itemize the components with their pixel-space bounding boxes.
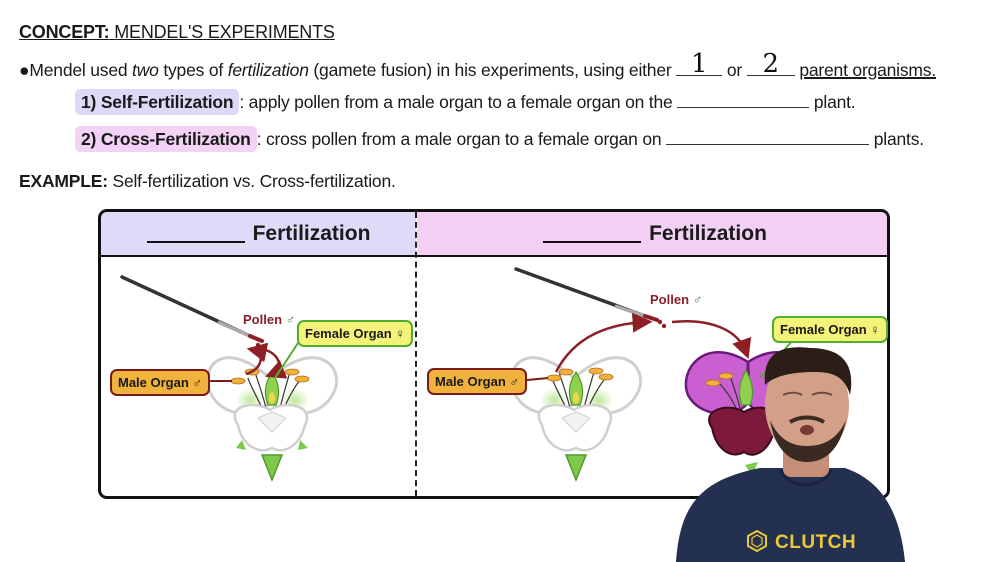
bullet-emphasis-fertilization: fertilization (227, 60, 309, 80)
example-line: EXAMPLE: Self-fertilization vs. Cross-fe… (19, 171, 396, 192)
item-text: : cross pollen from a male organ to a fe… (256, 129, 667, 149)
female-organ-label-left: Female Organ ♀ (297, 320, 414, 347)
example-text: Self-fertilization vs. Cross-fertilizati… (107, 171, 396, 191)
cross-fertilization-label: 2) Cross-Fertilization (75, 126, 257, 152)
blank-self-plant[interactable] (677, 94, 810, 108)
item-tail: plant. (809, 92, 856, 112)
header-title-right: Fertilization (649, 221, 767, 245)
white-flower-right (510, 267, 752, 483)
handwritten-answer-1: 1 (690, 49, 708, 79)
bullet-line: ●Mendel used two types of fertilization … (19, 51, 936, 81)
panel-divider (415, 212, 417, 496)
female-organ-label-right: Female Organ ♀ (772, 316, 889, 343)
item-self-fertilization: 1) Self-Fertilization: apply pollen from… (75, 89, 856, 115)
blank-parent-count-2[interactable]: 2 (746, 51, 795, 77)
pollen-label-left: Pollen ♂ (243, 312, 296, 327)
male-organ-label-left: Male Organ ♂ (110, 369, 211, 396)
parent-organisms-text: parent organisms. (799, 60, 936, 80)
white-flower-left (120, 275, 339, 483)
concept-label: CONCEPT: (19, 22, 110, 42)
blank-parent-count-1[interactable]: 1 (676, 51, 723, 77)
example-label: EXAMPLE: (19, 171, 108, 191)
cross-panel-header: Fertilization (417, 212, 887, 257)
bullet-icon: ● (19, 60, 30, 80)
clutch-logo-icon (747, 529, 767, 553)
bullet-emphasis-two: two (132, 60, 159, 80)
concept-title: CONCEPT: MENDEL'S EXPERIMENTS (19, 22, 335, 43)
handwritten-answer-2: 2 (762, 49, 779, 79)
header-blank-right[interactable] (543, 225, 642, 243)
header-title-left: Fertilization (252, 221, 371, 245)
blank-cross-plants[interactable] (666, 131, 870, 145)
bullet-text: types of (158, 60, 228, 80)
header-blank-left[interactable] (146, 225, 245, 243)
item-text: : apply pollen from a male organ to a fe… (239, 92, 678, 112)
pollen-label-right: Pollen ♂ (650, 292, 703, 307)
concept-topic: MENDEL'S EXPERIMENTS (114, 22, 335, 42)
item-cross-fertilization: 2) Cross-Fertilization: cross pollen fro… (75, 126, 924, 152)
bullet-text: (gamete fusion) in his experiments, usin… (308, 60, 677, 80)
item-tail: plants. (869, 129, 924, 149)
self-panel-header: Fertilization (101, 212, 416, 257)
male-organ-label-right: Male Organ ♂ (427, 368, 528, 395)
shirt-logo-text: CLUTCH (775, 532, 857, 553)
bullet-text: Mendel used (29, 60, 133, 80)
self-fertilization-label: 1) Self-Fertilization (75, 89, 240, 115)
bullet-text: or (722, 60, 747, 80)
